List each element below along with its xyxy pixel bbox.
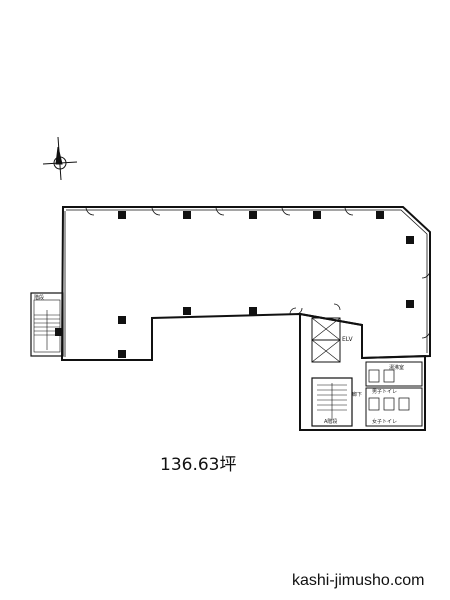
restroom-m-label: 男子トイレ	[372, 388, 397, 395]
corridor-label: 廊下	[352, 391, 362, 398]
stair-b-label: 階段	[34, 294, 44, 301]
site-url[interactable]: kashi-jimusho.com	[292, 572, 425, 589]
door-swings	[85, 206, 431, 339]
kitchen-label: 湯沸室	[389, 364, 404, 371]
columns	[55, 211, 414, 358]
restroom-f-label: 女子トイレ	[372, 418, 397, 425]
office-outline	[60, 206, 431, 361]
core-block	[299, 312, 426, 431]
ev-label: ELV	[342, 336, 353, 343]
north-compass-icon	[42, 136, 78, 181]
left-stair	[30, 292, 64, 357]
stair-a-label: A階段	[324, 418, 337, 425]
floor-area: 136.63坪	[160, 455, 237, 475]
